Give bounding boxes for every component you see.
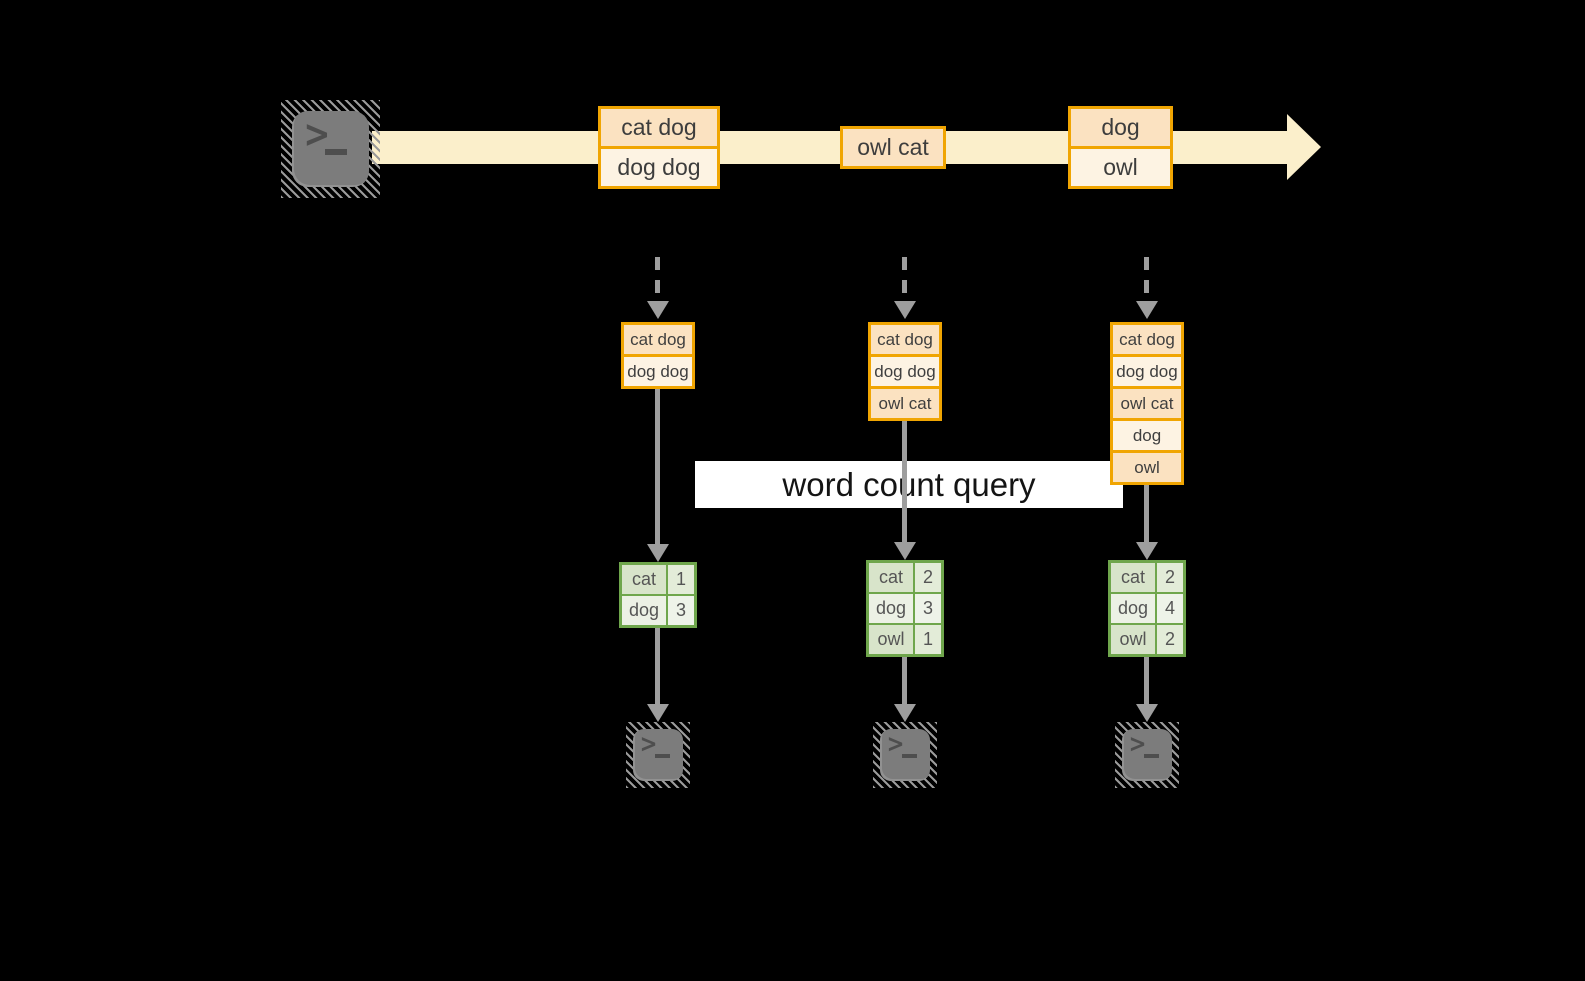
count-cell: 2 [1157,563,1183,592]
buffer-stack-3: cat dog dog dog owl cat dog owl [1110,322,1184,485]
message-box-2: owl cat [840,126,946,169]
table-row: cat 1 [622,565,694,594]
terminal-screen: > [880,729,930,781]
query-banner-label: word count query [782,465,1036,503]
dashed-arrow-line [1144,257,1149,303]
word-cell: cat [869,563,913,592]
word-count-table-1: cat 1 dog 3 [619,562,697,628]
word-cell: dog [869,594,913,623]
terminal-screen: > [633,729,683,781]
arrow-line [1144,482,1149,543]
arrow-head [1136,704,1158,722]
word-cell: dog [1111,594,1155,623]
message-line: dog [1071,109,1170,146]
buffer-record: owl [1113,450,1181,482]
buffer-record: dog dog [624,354,692,386]
arrow-line [655,387,660,545]
buffer-record: cat dog [1113,325,1181,354]
message-box-3: dog owl [1068,106,1173,189]
buffer-stack-1: cat dog dog dog [621,322,695,389]
terminal-screen: > [1122,729,1172,781]
count-cell: 2 [1157,625,1183,654]
table-row: dog 3 [869,594,941,623]
table-row: dog 3 [622,596,694,625]
terminal-screen: > [292,111,369,187]
source-terminal-icon: > [281,100,380,198]
count-cell: 3 [668,596,694,625]
terminal-prompt-underscore-icon [1144,754,1159,758]
table-row: owl 1 [869,625,941,654]
arrow-head [647,544,669,562]
query-banner: word count query [695,461,1123,508]
arrow-head [1136,542,1158,560]
arrow-head [894,704,916,722]
message-line: cat dog [601,109,717,146]
table-row: dog 4 [1111,594,1183,623]
terminal-prompt-underscore-icon [655,754,670,758]
table-row: owl 2 [1111,625,1183,654]
buffer-record: owl cat [871,386,939,418]
terminal-prompt-underscore-icon [325,149,347,155]
word-cell: owl [1111,625,1155,654]
terminal-prompt-chevron-icon: > [639,729,658,758]
count-cell: 3 [915,594,941,623]
buffer-record: dog dog [1113,354,1181,386]
count-cell: 2 [915,563,941,592]
terminal-prompt-chevron-icon: > [303,112,331,156]
count-cell: 1 [668,565,694,594]
arrow-line [655,628,660,706]
message-line: owl cat [843,129,943,166]
message-line: dog dog [601,146,717,186]
buffer-stack-2: cat dog dog dog owl cat [868,322,942,421]
word-cell: dog [622,596,666,625]
dashed-arrow-head [894,301,916,319]
terminal-prompt-chevron-icon: > [886,729,905,758]
arrow-line [1144,657,1149,706]
dashed-arrow-line [902,257,907,303]
word-count-table-2: cat 2 dog 3 owl 1 [866,560,944,657]
dashed-arrow-line [655,257,660,303]
word-cell: cat [1111,563,1155,592]
sink-terminal-icon-1: > [626,722,690,788]
word-count-table-3: cat 2 dog 4 owl 2 [1108,560,1186,657]
dashed-arrow-head [1136,301,1158,319]
buffer-record: cat dog [624,325,692,354]
arrow-head [647,704,669,722]
arrow-line [902,657,907,706]
sink-terminal-icon-2: > [873,722,937,788]
buffer-record: dog dog [871,354,939,386]
stream-arrow-head [1287,114,1321,180]
arrow-line [902,417,907,543]
arrow-head [894,542,916,560]
message-line: owl [1071,146,1170,186]
buffer-record: dog [1113,418,1181,450]
table-row: cat 2 [869,563,941,592]
dashed-arrow-head [647,301,669,319]
sink-terminal-icon-3: > [1115,722,1179,788]
message-box-1: cat dog dog dog [598,106,720,189]
count-cell: 4 [1157,594,1183,623]
buffer-record: owl cat [1113,386,1181,418]
word-cell: cat [622,565,666,594]
word-cell: owl [869,625,913,654]
buffer-record: cat dog [871,325,939,354]
count-cell: 1 [915,625,941,654]
table-row: cat 2 [1111,563,1183,592]
terminal-prompt-chevron-icon: > [1128,729,1147,758]
terminal-prompt-underscore-icon [902,754,917,758]
